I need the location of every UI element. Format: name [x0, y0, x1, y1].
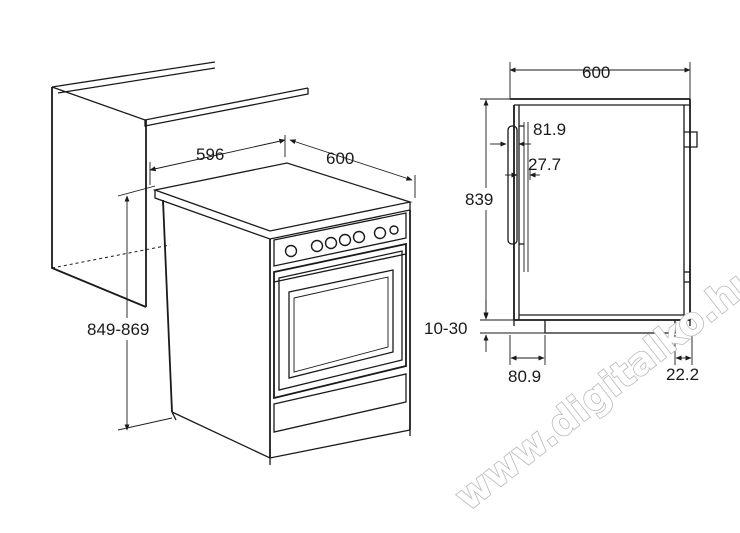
label-back-foot: 22.2	[666, 365, 699, 384]
kitchen-cabinet	[51, 61, 309, 308]
label-door-depth: 27.7	[528, 155, 561, 174]
front-dimensions	[117, 135, 416, 431]
knob-icon	[310, 239, 324, 253]
label-side-height: 839	[465, 190, 493, 209]
label-feet-range: 10-30	[424, 319, 467, 338]
oven-window	[288, 269, 394, 379]
door-handle	[273, 253, 407, 283]
label-handle-depth: 81.9	[533, 120, 566, 139]
label-side-height-bg	[462, 188, 502, 210]
knob-icon	[352, 230, 366, 244]
handle-icon	[507, 125, 518, 245]
label-front-foot: 80.9	[508, 367, 541, 386]
label-width: 596	[196, 145, 224, 164]
light-indicator-icon	[389, 225, 399, 235]
knob-icon	[373, 226, 387, 240]
knob-icon	[324, 236, 338, 250]
label-depth: 600	[326, 149, 354, 168]
label-height: 849-869	[87, 320, 149, 339]
label-side-depth: 600	[582, 63, 610, 82]
dim-line-depth	[289, 139, 413, 181]
knob-icon	[284, 244, 298, 258]
cooktop-surface	[152, 162, 413, 232]
cooker-side-view	[507, 98, 698, 334]
storage-drawer	[273, 373, 407, 433]
cooker-front-view	[152, 162, 413, 465]
control-panel	[273, 212, 407, 267]
knob-icon	[338, 233, 352, 247]
dim-line-width	[149, 138, 286, 172]
label-height-bg	[84, 318, 160, 340]
oven-door	[273, 242, 407, 400]
watermark-text: www.digitalko.hu	[446, 254, 740, 519]
